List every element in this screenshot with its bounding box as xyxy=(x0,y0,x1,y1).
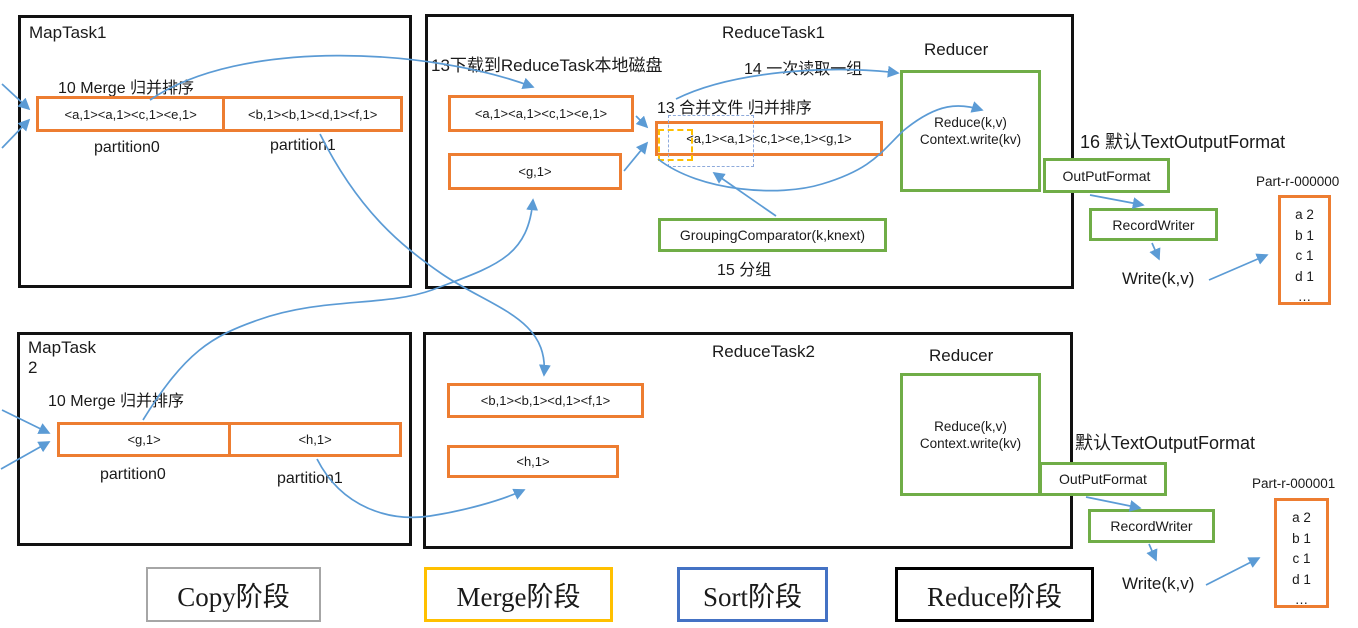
maptask1-title: MapTask1 xyxy=(29,23,107,42)
recordwriter2-box: RecordWriter xyxy=(1088,509,1215,543)
part-r-000001-name: Part-r-000001 xyxy=(1252,476,1336,491)
outputformat2-box: OutPutFormat xyxy=(1039,462,1167,496)
file-line: c 1 xyxy=(1295,248,1314,263)
maptask1-merge-label: 10 Merge 归并排序 xyxy=(58,80,195,97)
reducetask1-title: ReduceTask1 xyxy=(722,23,826,42)
outputformat1-box: OutPutFormat xyxy=(1043,158,1170,193)
output2-format-label: 默认TextOutputFormat xyxy=(1075,433,1256,453)
arrow-write1-to-part0 xyxy=(1208,253,1269,281)
maptask2-merge-label: 10 Merge 归并排序 xyxy=(48,393,185,410)
reducetask1-copied-box1: <a,1><a,1><c,1><e,1> xyxy=(448,95,634,132)
reducer2-line1: Reduce(k,v) xyxy=(934,418,1007,434)
file-line: b 1 xyxy=(1295,227,1314,243)
arrow-outputformat2-to-recordwriter2 xyxy=(1085,496,1142,512)
maptask1-partition-row: <a,1><a,1><c,1><e,1> <b,1><b,1><d,1><f,1… xyxy=(36,96,403,132)
maptask1-partition0-data: <a,1><a,1><c,1><e,1> xyxy=(39,99,226,129)
maptask1-partition1-data: <b,1><b,1><d,1><f,1> xyxy=(247,106,378,122)
output1-format-label: 16 默认TextOutputFormat xyxy=(1080,132,1286,152)
arrow-recordwriter1-to-write1 xyxy=(1149,242,1161,261)
reducer2-line2: Context.write(kv) xyxy=(919,435,1022,451)
maptask1-partition1-label: partition1 xyxy=(270,137,336,154)
reducetask2-title: ReduceTask2 xyxy=(712,342,816,361)
file-line: … xyxy=(1294,592,1309,607)
reducer1-title: Reducer xyxy=(924,40,989,59)
reducer2-title: Reducer xyxy=(929,346,994,365)
maptask2-title: MapTask 2 xyxy=(28,338,97,377)
maptask2-partition0-label: partition0 xyxy=(100,466,166,483)
file-line: a 2 xyxy=(1292,510,1311,525)
part-r-000001-file: a 2 b 1 c 1 d 1 … xyxy=(1274,498,1329,608)
reducetask2-copied-box1: <b,1><b,1><d,1><f,1> xyxy=(447,383,644,418)
maptask2-partition0-data: <g,1> xyxy=(60,425,232,454)
group-label: 15 分组 xyxy=(717,262,772,279)
file-line: d 1 xyxy=(1295,268,1314,284)
file-line: c 1 xyxy=(1292,551,1311,566)
write1-label: Write(k,v) xyxy=(1122,269,1195,288)
file-line: a 2 xyxy=(1295,207,1314,222)
maptask2-partition-row: <g,1> <h,1> xyxy=(57,422,402,457)
reducer1-box: Reduce(k,v) Context.write(kv) xyxy=(900,70,1041,192)
maptask2-partition1-label: partition1 xyxy=(277,470,343,487)
phase-reduce: Reduce阶段 xyxy=(895,567,1094,622)
file-line: b 1 xyxy=(1292,530,1311,546)
file-line: d 1 xyxy=(1292,571,1311,587)
reducetask1-copied-box2: <g,1> xyxy=(448,153,622,190)
arrow-recordwriter2-to-write2 xyxy=(1146,543,1158,562)
reducer1-line1: Reduce(k,v) xyxy=(934,115,1007,130)
part-r-000000-name: Part-r-000000 xyxy=(1256,174,1340,189)
write2-label: Write(k,v) xyxy=(1122,574,1195,593)
reducer1-line2: Context.write(kv) xyxy=(919,132,1022,147)
maptask1-partition0-label: partition0 xyxy=(94,139,160,156)
read-group-label: 14 一次读取一组 xyxy=(744,61,863,78)
maptask1-box xyxy=(18,15,412,288)
maptask2-partition1-data: <h,1> xyxy=(298,432,332,447)
phase-merge: Merge阶段 xyxy=(424,567,613,622)
reducetask2-copied-box2: <h,1> xyxy=(447,445,619,478)
arrow-outputformat1-to-recordwriter1 xyxy=(1089,194,1145,209)
phase-copy: Copy阶段 xyxy=(146,567,321,622)
arrow-write2-to-part1 xyxy=(1205,557,1261,586)
grouping-comparator-box: GroupingComparator(k,knext) xyxy=(658,218,887,252)
download-label: 13下载到ReduceTask本地磁盘 xyxy=(431,56,663,75)
reducer2-box: Reduce(k,v) Context.write(kv) xyxy=(900,373,1041,496)
key-dashed-rect xyxy=(658,129,693,161)
part-r-000000-file: a 2 b 1 c 1 d 1 … xyxy=(1278,195,1331,305)
file-line: … xyxy=(1297,289,1312,304)
recordwriter1-box: RecordWriter xyxy=(1089,208,1218,241)
reducetask2-box xyxy=(423,332,1073,549)
phase-sort: Sort阶段 xyxy=(677,567,828,622)
